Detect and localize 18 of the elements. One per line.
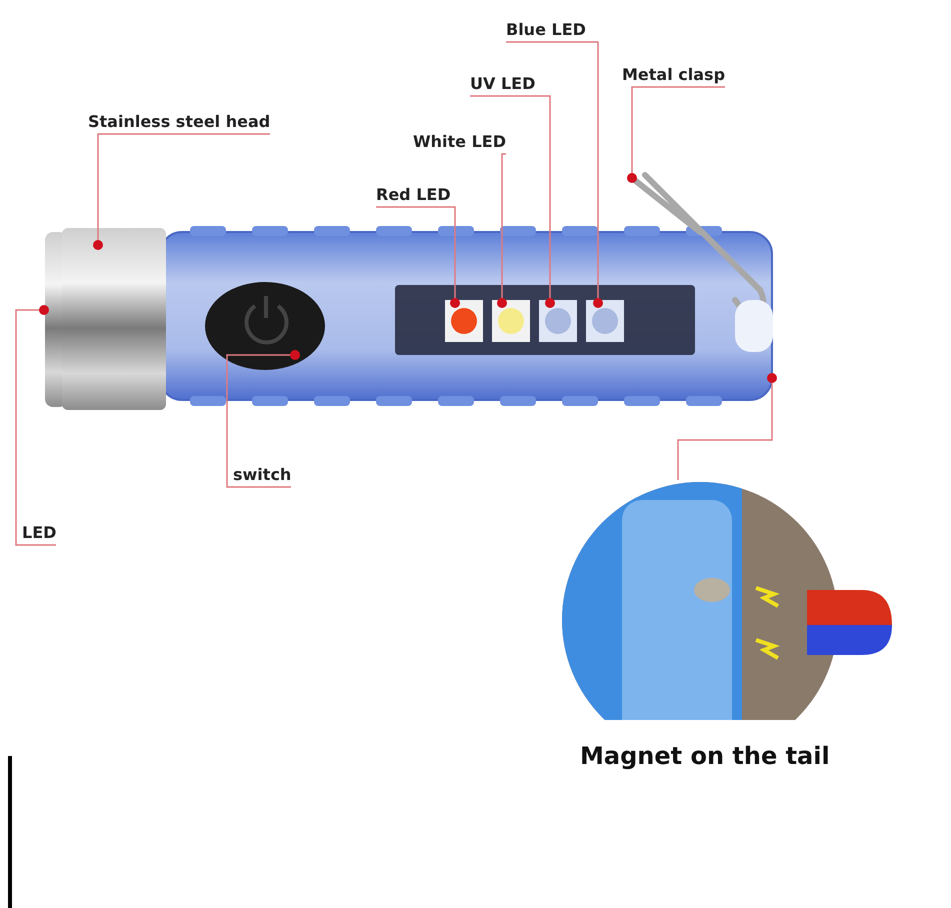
leader-line — [677, 373, 777, 480]
leader-line — [376, 206, 460, 308]
inset-label: Magnet on the tail — [580, 742, 830, 770]
leader-line — [226, 350, 300, 488]
part-label: Red LED — [376, 185, 451, 205]
part-label: Metal clasp — [622, 65, 726, 85]
leader-line — [506, 41, 603, 308]
leader-line — [627, 86, 725, 183]
leader-line — [15, 305, 56, 546]
part-label: Blue LED — [506, 20, 586, 40]
part-label: White LED — [413, 132, 506, 152]
part-label: UV LED — [470, 74, 536, 94]
part-label: switch — [233, 465, 292, 485]
leader-line — [93, 133, 270, 250]
part-label: LED — [22, 523, 56, 543]
leader-line — [497, 153, 507, 308]
part-label: Stainless steel head — [88, 112, 270, 132]
leader-line — [470, 95, 555, 308]
